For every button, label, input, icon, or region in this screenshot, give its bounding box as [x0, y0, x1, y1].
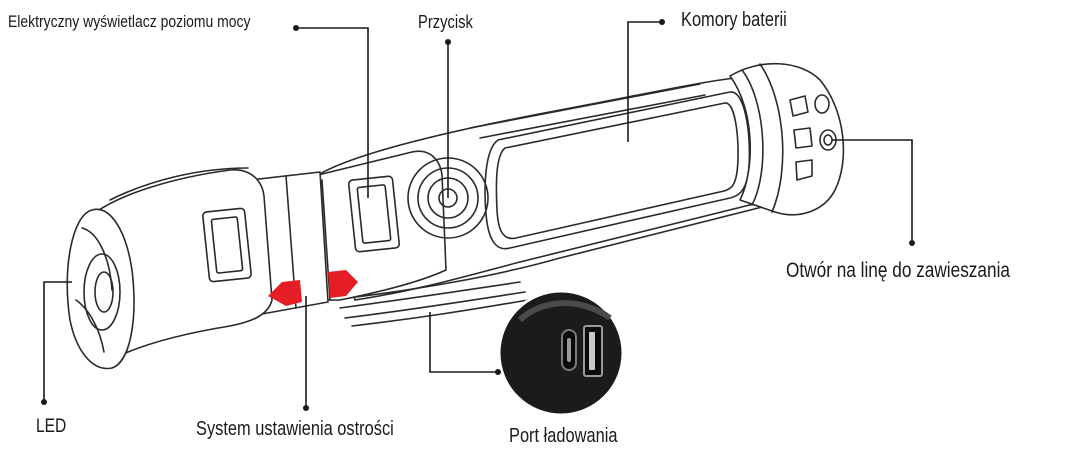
label-power-display: Elektryczny wyświetlacz poziomu mocy: [8, 12, 250, 32]
usb-c-port-tongue: [567, 338, 571, 362]
label-led: LED: [36, 416, 66, 438]
flashlight-illustration: [67, 64, 843, 369]
label-charging-port: Port ładowania: [509, 425, 617, 448]
label-lanyard-hole: Otwór na linę do zawieszania: [786, 259, 1010, 283]
dot-port: [495, 369, 501, 375]
label-battery-chamber: Komory baterii: [681, 9, 787, 32]
dot-focus: [303, 405, 309, 411]
label-focus-system: System ustawienia ostrości: [196, 418, 394, 441]
dot-led: [41, 399, 47, 405]
dot-display: [293, 25, 299, 31]
leader-port: [430, 312, 498, 372]
dot-button: [445, 39, 451, 45]
usb-a-port-tongue: [589, 332, 595, 370]
dot-battery: [659, 19, 665, 25]
dot-lanyard: [909, 240, 915, 246]
label-button: Przycisk: [418, 12, 473, 33]
charging-port-inset: [499, 291, 623, 415]
